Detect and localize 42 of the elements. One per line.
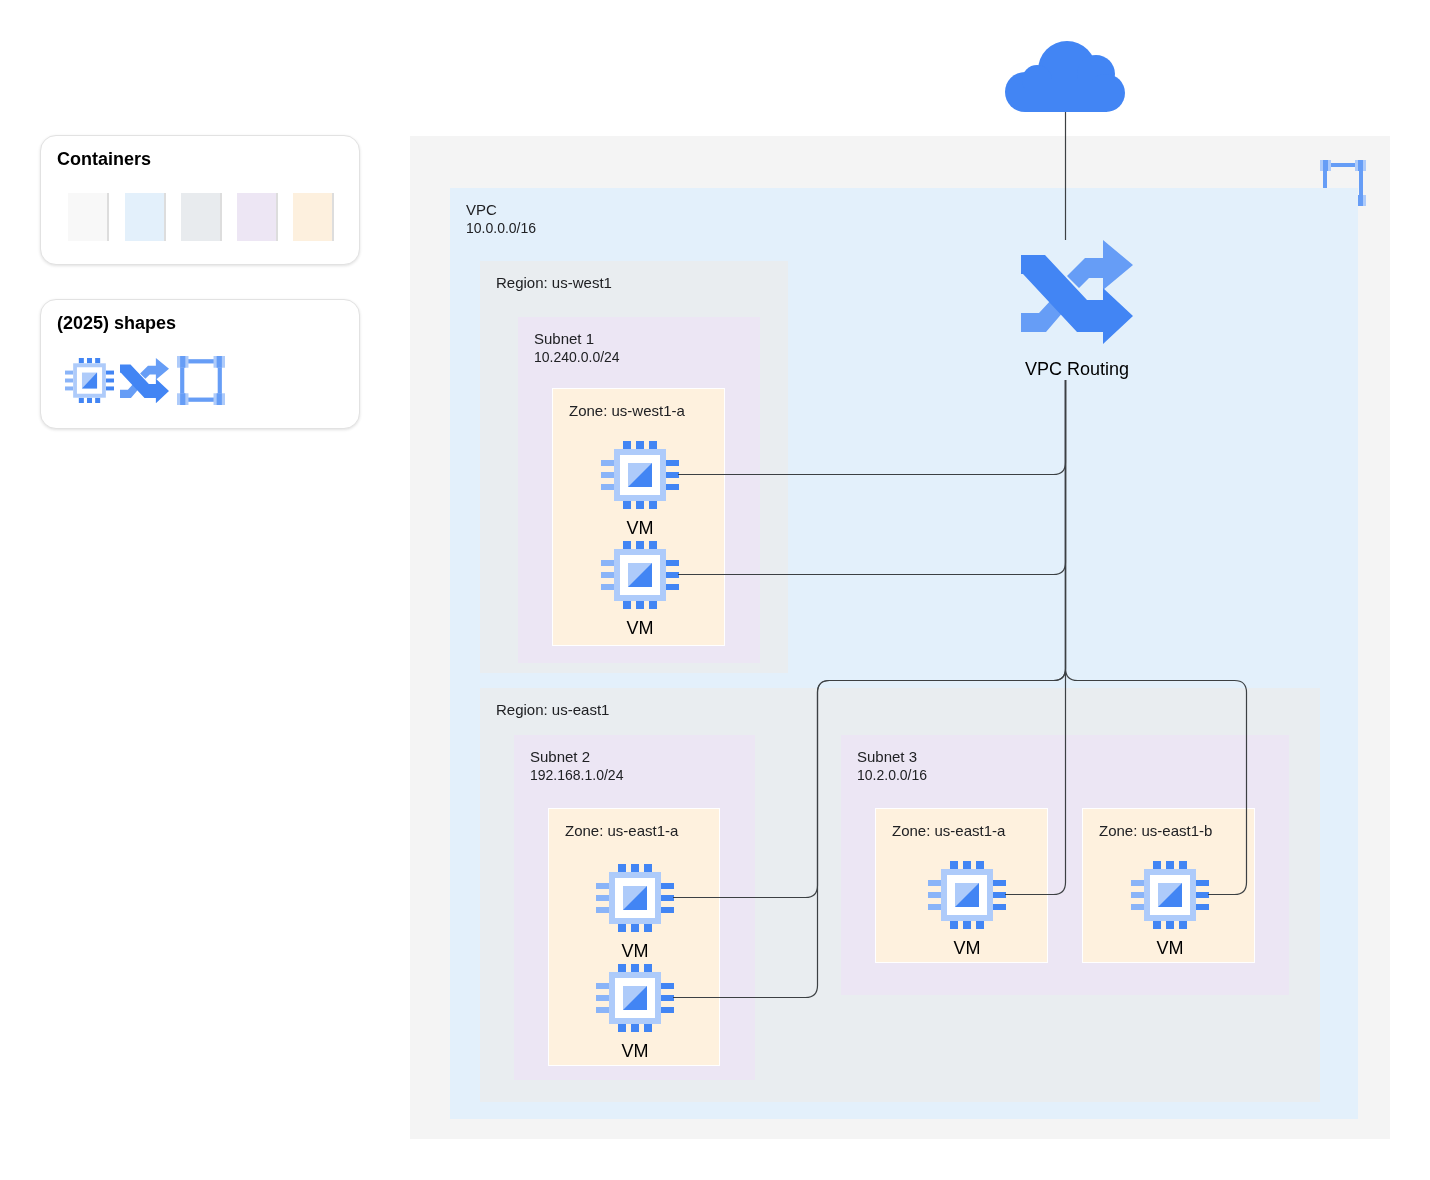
cidr-range: 10.0.0.0/16 (466, 219, 537, 238)
vm-label: VM (621, 1040, 649, 1062)
network-name: VPC (466, 200, 497, 219)
zone-label: Zone: us-west1-a (569, 401, 685, 420)
library-panel (40, 299, 360, 429)
vm-label: VM (626, 517, 654, 539)
container-preview-tile (181, 193, 222, 241)
container-preview-tile (68, 193, 109, 241)
zone-container (875, 808, 1048, 963)
cidr-range: 192.168.1.0/24 (530, 766, 624, 785)
region-label: Region: us-west1 (496, 273, 612, 292)
zone-label: Zone: us-east1-a (565, 821, 679, 840)
vm-label: VM (953, 937, 981, 959)
zone-label: Zone: us-east1-b (1099, 821, 1213, 840)
subnet-container (514, 735, 755, 1080)
subnet-name: Subnet 3 (857, 747, 918, 766)
cloud-shape (1005, 40, 1125, 112)
subnet-name: Subnet 2 (530, 747, 591, 766)
vm-label: VM (626, 617, 654, 639)
region-label: Region: us-east1 (496, 700, 610, 719)
zone-label: Zone: us-east1-a (892, 821, 1006, 840)
connector-line (1064, 111, 1067, 241)
container-preview-tile (237, 193, 278, 241)
connector-line (1064, 379, 1248, 896)
region-container (480, 261, 788, 673)
subnet-name: Subnet 1 (534, 329, 595, 348)
subnet-container (841, 735, 1289, 995)
library-panel (40, 135, 360, 265)
container-preview-tile (125, 193, 166, 241)
panel-title: (2025) shapes (57, 312, 177, 334)
zone-container (552, 388, 725, 646)
vm-label: VM (621, 940, 649, 962)
subnet-container (518, 317, 760, 663)
cidr-range: 10.2.0.0/16 (857, 766, 928, 785)
zone-container (1082, 808, 1255, 963)
container-preview-tile (293, 193, 334, 241)
panel-title: Containers (57, 148, 152, 170)
vm-label: VM (1156, 937, 1184, 959)
region-container (480, 688, 1320, 1102)
routing-label: VPC Routing (1024, 358, 1130, 380)
zone-container (548, 808, 720, 1066)
cidr-range: 10.240.0.0/24 (534, 348, 620, 367)
